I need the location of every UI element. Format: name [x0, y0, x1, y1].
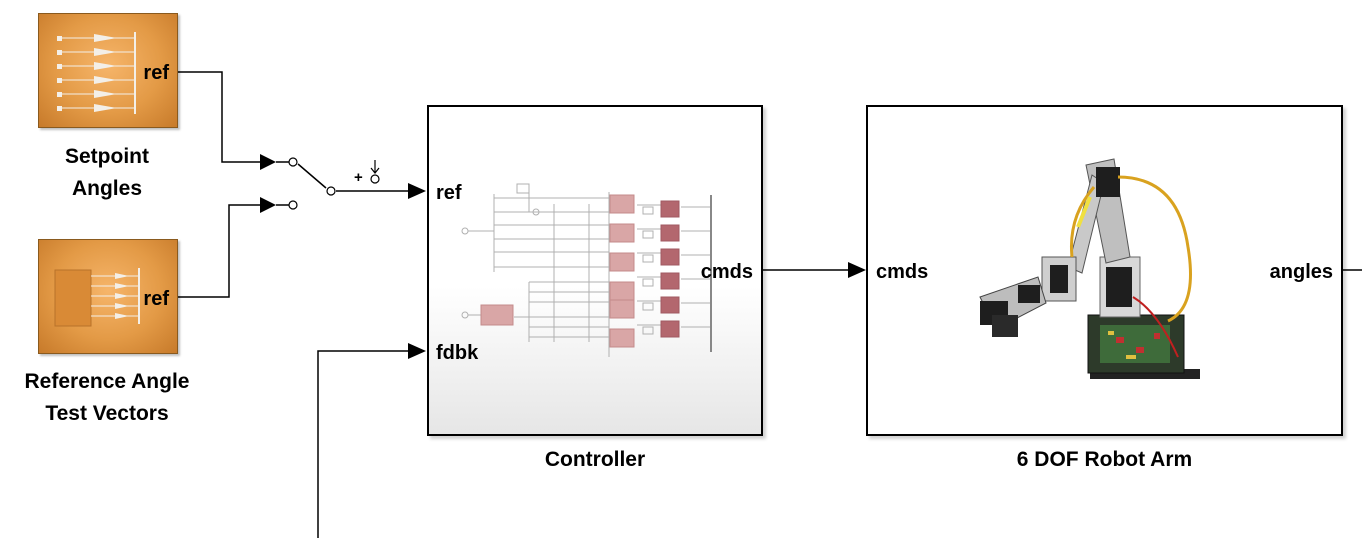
switch-contact-2 — [288, 200, 298, 210]
arrow-switch-in2 — [260, 197, 276, 213]
robot-arm-port-cmds: cmds — [876, 261, 929, 283]
setpoint-angles-block[interactable]: ref — [38, 13, 178, 128]
reference-block-name: Reference Angle Test Vectors — [24, 370, 190, 425]
setpoint-block-name: Setpoint Angles — [65, 145, 149, 200]
controller-internal-diagram — [461, 183, 712, 357]
switch-plus-sign: + — [354, 169, 363, 186]
wire-setpoint-to-switch — [176, 71, 260, 163]
arrow-controller-fdbk — [408, 343, 426, 359]
robot-arm-image — [979, 158, 1200, 379]
switch-contact-1 — [288, 157, 298, 167]
controller-port-cmds: cmds — [700, 261, 753, 283]
arrow-switch-in1 — [260, 154, 276, 170]
switch-control-port — [370, 174, 380, 184]
setpoint-port-ref: ref — [143, 62, 169, 84]
signal-editor-icon — [54, 268, 140, 327]
robot-arm-block[interactable]: cmds angles — [866, 105, 1343, 436]
switch-lever — [297, 163, 327, 189]
arrow-controller-ref — [408, 183, 426, 199]
reference-port-ref: ref — [143, 288, 169, 310]
robot-arm-port-angles: angles — [1269, 261, 1333, 283]
signal-builder-icon — [57, 32, 136, 114]
controller-block[interactable]: ref fdbk cmds — [427, 105, 763, 436]
controller-port-ref: ref — [436, 182, 462, 204]
reference-angle-block[interactable]: ref — [38, 239, 178, 354]
robot-arm-block-name: 6 DOF Robot Arm — [1016, 448, 1193, 471]
controller-block-name: Controller — [544, 448, 646, 471]
switch-control-arrow — [370, 160, 380, 174]
wire-fdbk — [317, 350, 410, 538]
switch-common — [326, 186, 336, 196]
controller-port-fdbk: fdbk — [436, 342, 479, 364]
wire-reference-to-switch — [176, 204, 260, 298]
arrow-robot-cmds — [848, 262, 866, 278]
